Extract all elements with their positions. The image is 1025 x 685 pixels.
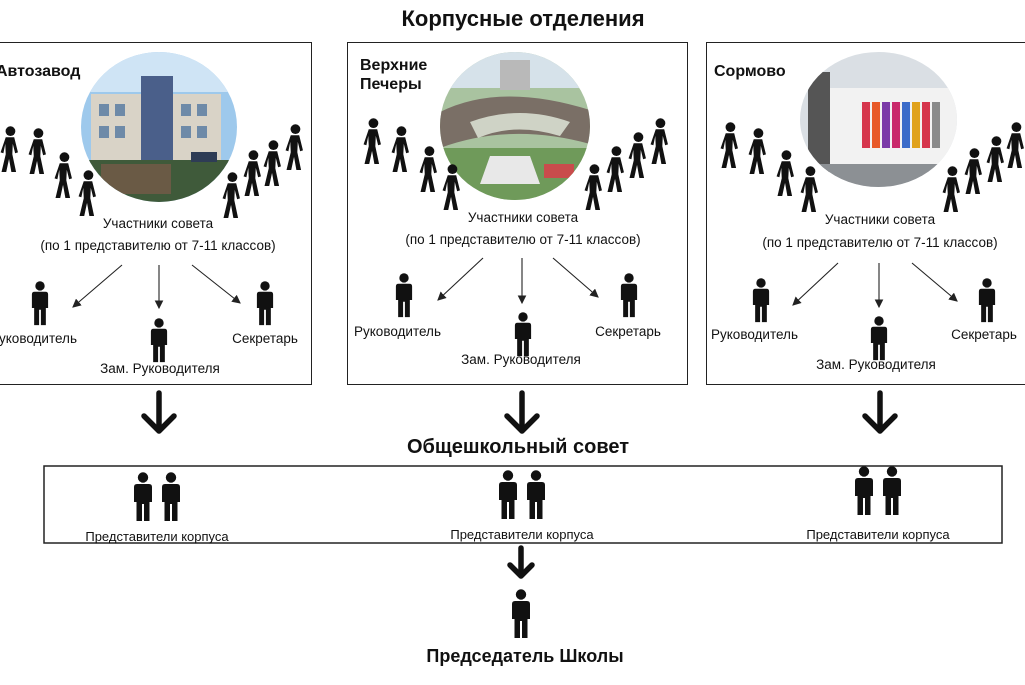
role-deputy-verkhnie-pechery: Зам. Руководителя <box>461 352 581 367</box>
person-icon <box>512 589 530 638</box>
person-icon <box>978 278 996 323</box>
person-icon <box>720 122 738 169</box>
person-icon <box>1006 122 1024 169</box>
person-icon <box>776 150 794 197</box>
person-icon <box>78 170 96 217</box>
branch-name-sormovo: Сормово <box>714 63 786 80</box>
person-icon <box>222 172 240 219</box>
council-title: Общешкольный совет <box>406 436 630 458</box>
members-label-sormovo: Участники совета <box>824 212 936 227</box>
person-icon <box>527 470 545 519</box>
person-icon <box>134 472 152 521</box>
person-icon <box>363 118 381 165</box>
person-icon <box>28 128 46 175</box>
person-icon <box>285 124 303 171</box>
council-rep-label: Представители корпуса <box>85 529 229 544</box>
person-icon <box>628 132 646 179</box>
council-rep-label: Представители корпуса <box>806 527 950 542</box>
person-icon <box>620 273 638 318</box>
role-deputy-sormovo: Зам. Руководителя <box>816 357 936 372</box>
person-icon <box>514 312 532 357</box>
person-icon <box>395 273 413 318</box>
person-icon <box>748 128 766 175</box>
person-icon <box>162 472 180 521</box>
person-icon <box>986 136 1004 183</box>
branch-name-verkhnie-pechery: Верхние Печеры <box>360 57 428 93</box>
person-icon <box>942 166 960 213</box>
members-note-verkhnie-pechery: (по 1 представителю от 7-11 классов) <box>405 232 641 247</box>
person-icon <box>964 148 982 195</box>
person-icon <box>256 281 274 326</box>
building-photo-avtozavod <box>81 52 237 202</box>
role-deputy-avtozavod: Зам. Руководителя <box>100 361 220 376</box>
members-note-avtozavod: (по 1 представителю от 7-11 классов) <box>40 238 276 253</box>
role-leader-verkhnie-pechery: Руководитель <box>354 324 441 339</box>
person-icon <box>0 126 18 173</box>
role-leader-sormovo: Руководитель <box>711 327 798 342</box>
person-icon <box>855 466 873 515</box>
person-icon <box>606 146 624 193</box>
chair-title: Председатель Школы <box>426 646 624 666</box>
person-icon <box>650 118 668 165</box>
role-secretary-sormovo: Секретарь <box>951 327 1017 342</box>
person-icon <box>54 152 72 199</box>
person-icon <box>499 470 517 519</box>
person-icon <box>752 278 770 323</box>
branch-name-avtozavod: Автозавод <box>0 63 81 80</box>
person-icon <box>584 164 602 211</box>
person-icon <box>883 466 901 515</box>
members-label-verkhnie-pechery: Участники совета <box>467 210 579 225</box>
diagram-title: Корпусные отделения <box>401 6 645 31</box>
person-icon <box>419 146 437 193</box>
building-photo-sormovo <box>800 52 957 187</box>
person-icon <box>263 140 281 187</box>
person-icon <box>870 316 888 361</box>
person-icon <box>800 166 818 213</box>
person-icon <box>150 318 168 363</box>
members-note-sormovo: (по 1 представителю от 7-11 классов) <box>762 235 998 250</box>
person-icon <box>31 281 49 326</box>
person-icon <box>391 126 409 173</box>
members-label-avtozavod: Участники совета <box>102 216 214 231</box>
role-leader-avtozavod: Руководитель <box>0 331 77 346</box>
person-icon <box>243 150 261 197</box>
role-secretary-avtozavod: Секретарь <box>232 331 298 346</box>
person-icon <box>442 164 460 211</box>
council-rep-label: Представители корпуса <box>450 527 594 542</box>
role-secretary-verkhnie-pechery: Секретарь <box>595 324 661 339</box>
